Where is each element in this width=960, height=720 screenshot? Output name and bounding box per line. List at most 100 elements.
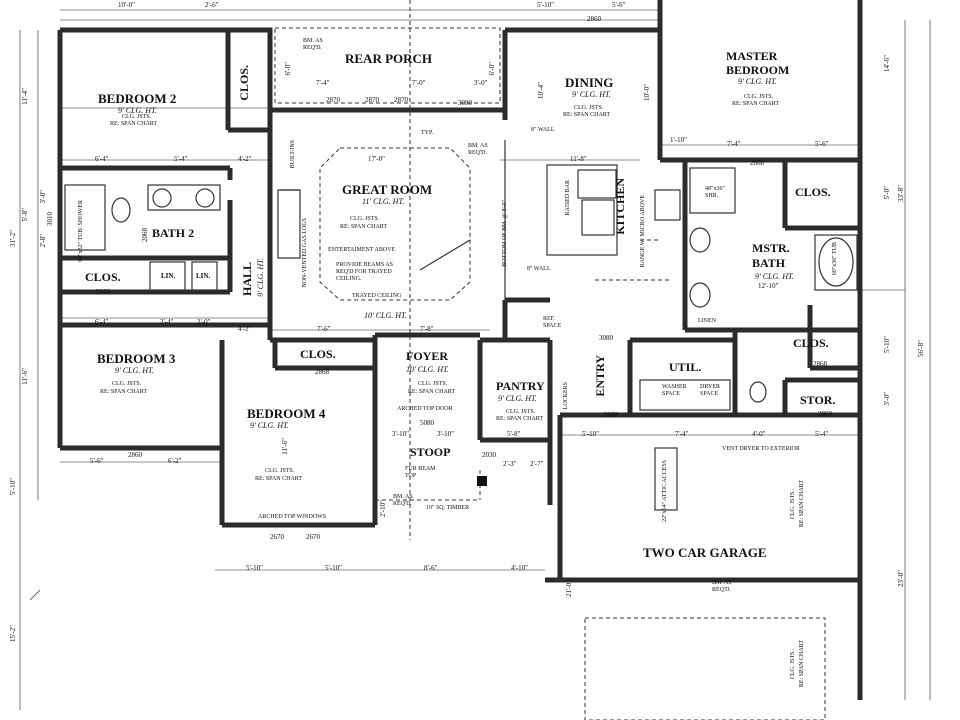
dim-w2870b: 2870 (365, 96, 379, 104)
dim-w2870a: 2870 (326, 96, 340, 104)
note-8wall-2: 8" WALL (527, 266, 551, 272)
dim-4-2: 4'-2" (238, 155, 252, 163)
dim-7-4b: 7'-4" (675, 430, 689, 438)
note-typ: TYP. (421, 130, 434, 136)
note-span-dining: RE: SPAN CHART (563, 112, 611, 118)
note-clg-b4: CLG. JSTS. (265, 468, 295, 474)
dim-w2860b: 2860 (128, 451, 142, 459)
note-linen-master: LINEN (698, 318, 716, 324)
note-span-garage: RE: SPAN CHART (799, 480, 805, 528)
dim-11-8: 11'-8" (570, 155, 587, 163)
util-label: UTIL. (669, 360, 702, 374)
dim-3-10a: 3'-10" (392, 430, 409, 438)
dim-10-0: 10'-0" (643, 84, 651, 101)
dim-w2670a: 2670 (270, 533, 284, 541)
note-dryer: DRYER SPACE (700, 384, 721, 397)
dim-top-2-6: 2'-6" (205, 1, 219, 9)
note-fur-beam: FUR BEAM TOP (405, 466, 436, 479)
note-span-b3: RE: SPAN CHART (100, 389, 148, 395)
rear-porch-label: REAR PORCH (345, 51, 433, 66)
note-arched-windows: ARCHED TOP WINDOWS (258, 514, 327, 520)
dim-w3010: 3010 (46, 212, 54, 226)
dim-7-4: 7'-4" (727, 140, 741, 148)
kitchen-label: KITCHEN (613, 178, 627, 235)
note-bm-gr: BM. AS REQ'D. (468, 143, 488, 156)
dim-rp-6-0a: 6'-0" (284, 62, 292, 76)
note-bm-porch: BM. AS REQ'D. (303, 38, 323, 51)
dim-5-4b: 5'-4" (815, 430, 829, 438)
entry-label: ENTRY (593, 355, 607, 397)
note-arched-door: ARCHED TOP DOOR (397, 406, 453, 412)
dim-2-7: 2'-7" (530, 460, 544, 468)
dim-5-8: 5'-8" (21, 208, 29, 222)
bedroom2-label: BEDROOM 2 (98, 91, 177, 106)
great-room-label: GREAT ROOM (342, 182, 433, 197)
note-built-ins: BUILT-INS (290, 140, 296, 169)
closet-top-label: CLOS. (237, 65, 251, 101)
note-attic: 22"x54" ATTIC ACCESS (662, 460, 668, 522)
bath2-label: BATH 2 (152, 226, 195, 240)
master-bedroom-label-1: MASTER (726, 49, 778, 63)
note-washer: WASHER SPACE (662, 384, 687, 397)
note-clg-garage: CLG. JSTS. (790, 490, 796, 520)
dim-5-10b: 5'-10" (582, 430, 599, 438)
dim-w2068: 2068 (141, 228, 149, 242)
dim-1-10: 1'-10" (670, 136, 687, 144)
dim-4-10: 4'-10" (511, 564, 528, 572)
bedroom2-ceiling: 9' CLG. HT. (118, 106, 157, 115)
note-bm-stoop: BM. AS REQ'D. (393, 494, 413, 507)
dim-5-0: 5'-0" (883, 186, 891, 200)
dim-w2670b: 2670 (306, 533, 320, 541)
master-bath-ceiling: 9' CLG. HT. (755, 272, 794, 281)
dim-33-8: 33'-8" (897, 185, 905, 202)
dim-3-0: 3'-0" (39, 190, 47, 204)
dim-rp-6-0b: 6'-0" (488, 62, 496, 76)
note-clg-garage2: CLG. JSTS. (790, 650, 796, 680)
hall-label: HALL (240, 262, 254, 297)
dim-5-6b: 5'-6" (90, 457, 104, 465)
note-clg-jsts-b2: CLG. JSTS. (122, 114, 152, 120)
dim-5-10a: 5'-10" (9, 478, 17, 495)
dim-w3080a: 3080 (458, 99, 472, 107)
dim-2-0: 2'-0" (197, 318, 211, 326)
foyer-label: FOYER (406, 349, 448, 363)
dim-8-6: 8'-6" (424, 564, 438, 572)
dim-w2868e: 2868 (604, 411, 618, 419)
dim-17-0: 17'-0" (368, 155, 385, 163)
dim-2-3: 2'-3" (503, 460, 517, 468)
dim-10-4: 10'-4" (537, 82, 545, 99)
master-closet-label: CLOS. (795, 185, 831, 199)
note-trayed: TRAYED CEILING (352, 293, 402, 299)
dim-5-4: 5'-4" (174, 155, 188, 163)
note-clg-dining: CLG. JSTS. (574, 105, 604, 111)
note-bm-garage: BM. AS REQ'D. (712, 580, 732, 593)
dim-w3080b: 3080 (599, 334, 613, 342)
dim-11-4: 11'-4" (21, 88, 29, 105)
note-span-pantry: RE: SPAN CHART (496, 416, 544, 422)
note-provide-beams: PROVIDE BEAMS AS REQ'D FOR TRAYED CEILIN… (336, 262, 394, 282)
linen1-label: LIN. (161, 272, 176, 280)
dim-3-4: 3'-4" (160, 318, 174, 326)
closet-hall-label: CLOS. (85, 270, 121, 284)
dim-31-2: 31'-2" (9, 230, 17, 247)
dim-w2868d: 2868 (818, 410, 832, 418)
dim-top-10-0: 10'-0" (118, 1, 135, 9)
dim-23-0: 23'-0" (897, 570, 905, 587)
note-span-garage2: RE: SPAN CHART (799, 640, 805, 688)
dim-top-5-6: 5'-6" (612, 1, 626, 9)
note-span-master: RE: SPAN CHART (732, 101, 780, 107)
note-vent-dryer: VENT DRYER TO EXTERIOR (722, 446, 800, 452)
dining-label: DINING (565, 75, 614, 90)
dim-w2868c: 2868 (750, 159, 764, 167)
dim-14-6: 14'-6" (883, 55, 891, 72)
great-room-ceiling: 11' CLG. HT. (362, 197, 405, 206)
dim-11-6: 11'-6" (21, 368, 29, 385)
dim-56-8: 56'-8" (917, 340, 925, 357)
dim-5-10e: 5'-10" (883, 336, 891, 353)
bedroom4-label: BEDROOM 4 (247, 406, 326, 421)
note-span-gr: RE: SPAN CHART (340, 224, 388, 230)
note-fireplace: NON-VENTED GAS LOGS (302, 218, 308, 288)
foyer-ceiling: 10' CLG. HT. (406, 365, 449, 374)
note-clg-jsts-gr: CLG. JSTS. (350, 216, 380, 222)
